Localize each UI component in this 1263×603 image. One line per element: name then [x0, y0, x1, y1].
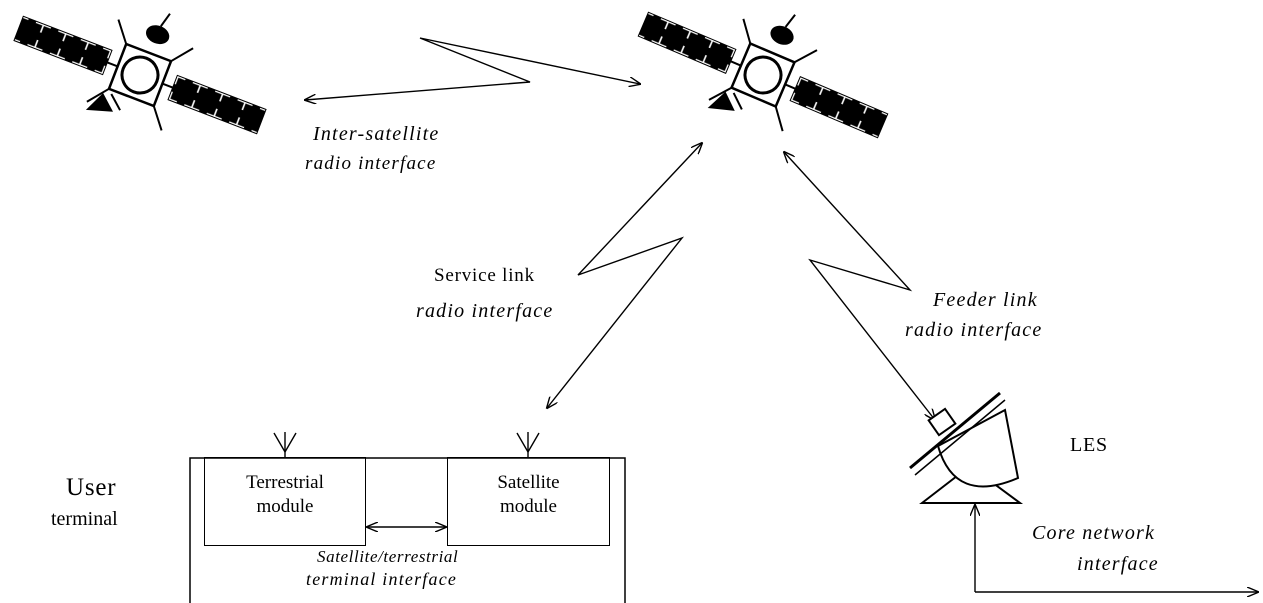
core-network-label-line2: interface [1077, 553, 1159, 575]
inter-satellite-label: Inter-satellite [313, 123, 440, 145]
inter-satellite-link-arrow [305, 37, 640, 100]
inter-satellite-label-line2: radio interface [305, 153, 437, 174]
sat-terrestrial-label: Satellite/terrestrial [317, 547, 459, 566]
terrestrial-module-box: Terrestrial module [204, 457, 366, 546]
satellite-module-box: Satellite module [447, 457, 610, 546]
user-terminal-label-line2: terminal [51, 508, 118, 530]
core-network-interface-arrow [975, 505, 1258, 592]
satellite-right-icon [621, 0, 911, 176]
sat-terrestrial-label-line2: terminal interface [306, 569, 458, 589]
terrestrial-module-label-line2: module [256, 496, 314, 517]
les-label: LES [1070, 434, 1108, 456]
terrestrial-antenna-icon [273, 432, 297, 458]
core-network-label: Core network [1032, 522, 1156, 544]
satellite-module-label-line2: module [500, 496, 557, 517]
feeder-link-label-line2: radio interface [905, 319, 1043, 341]
les-dish-icon [909, 391, 1024, 504]
satellite-antenna-icon [516, 432, 540, 458]
satellite-left-icon [0, 0, 288, 172]
satellite-module-label-line1: Satellite [497, 472, 560, 493]
service-link-label-line2: radio interface [416, 300, 554, 322]
feeder-link-arrow [784, 152, 935, 420]
terrestrial-module-label-line1: Terrestrial [246, 472, 324, 493]
feeder-link-label: Feeder link [933, 289, 1038, 311]
user-terminal-label: User [66, 474, 117, 501]
service-link-arrow [547, 143, 702, 408]
service-link-label: Service link [434, 265, 535, 286]
user-terminal-enclosure [189, 457, 626, 603]
